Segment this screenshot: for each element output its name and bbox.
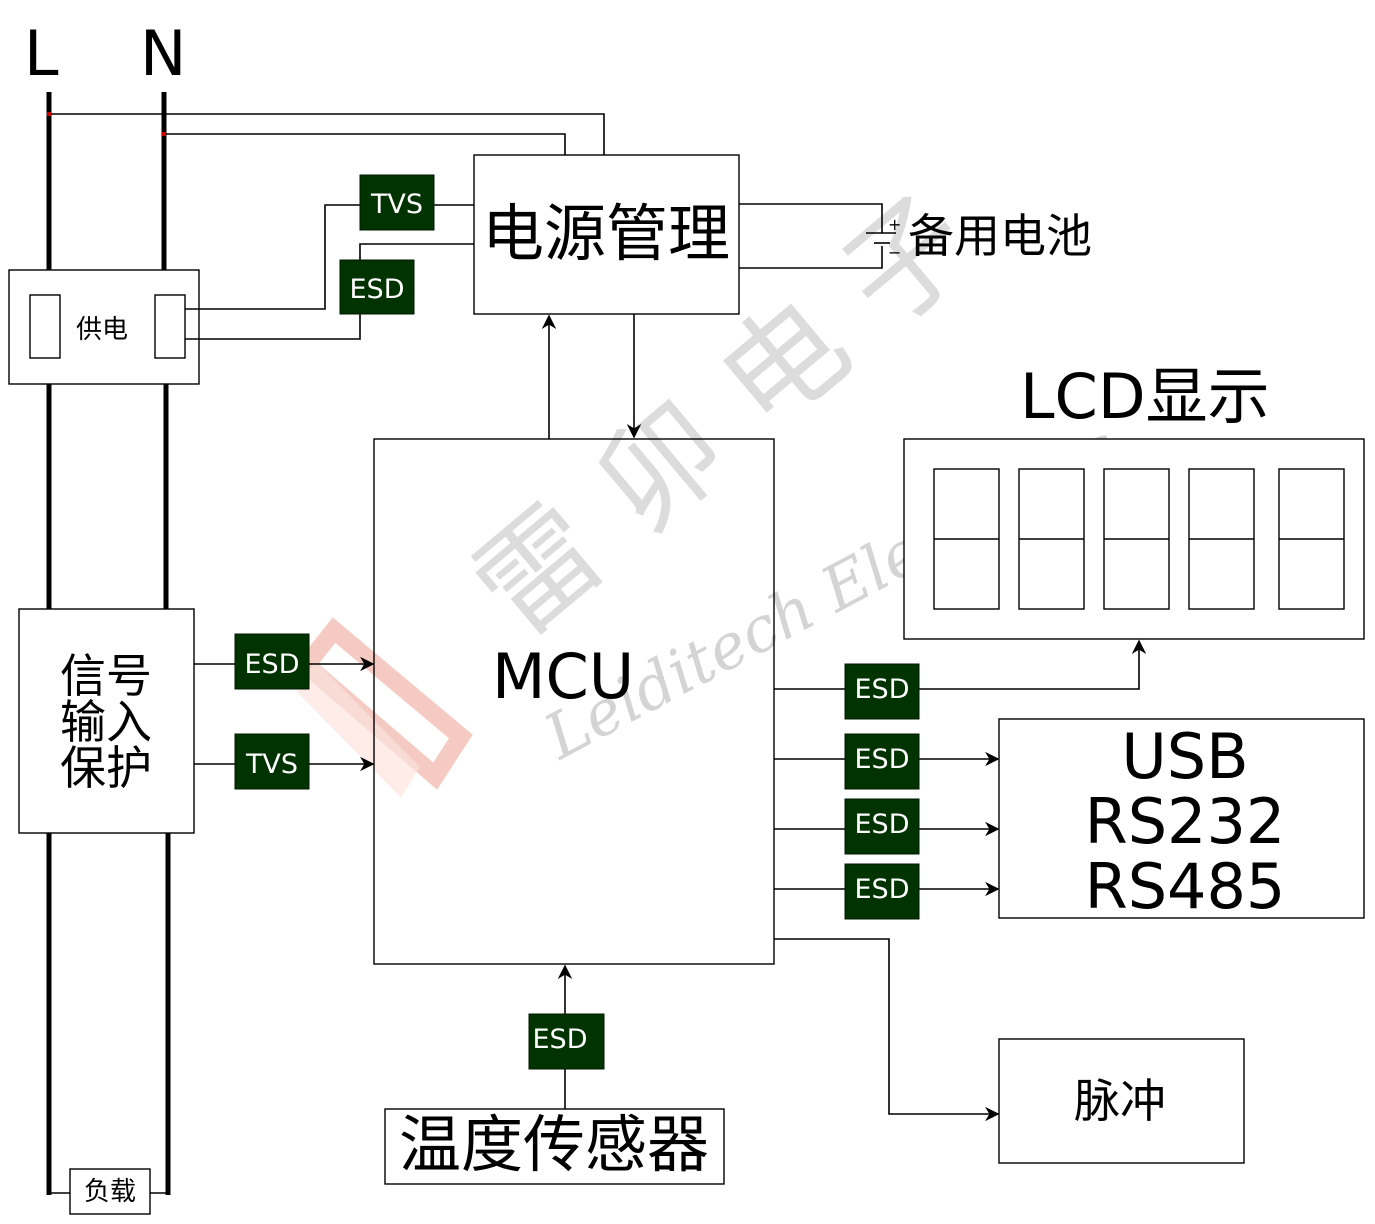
lcd-digit-cell (1103, 468, 1170, 610)
signal-protection-line-3: 保护 (60, 741, 152, 795)
l-tap-dot (47, 112, 51, 116)
supply-to-tvs-wire (185, 204, 360, 310)
esd-to-pm-wire (359, 243, 474, 260)
signal-protection-line-2: 输入 (60, 695, 152, 749)
power-supply-terminal-left (29, 294, 61, 359)
supply-to-esd-wire (185, 314, 361, 340)
rs485-esd-label: ESD (855, 874, 910, 905)
signal-tvs: TVS (234, 733, 310, 790)
pulse-label: 脉冲 (1074, 1074, 1166, 1128)
comm-rs232-label: RS232 (1085, 785, 1286, 858)
signal-input-protection-block[interactable]: 信号 输入 保护 (18, 608, 195, 834)
power-management-label: 电源管理 (482, 197, 730, 270)
temp-esd-label: ESD (533, 1024, 588, 1055)
n-tap-dot (162, 132, 166, 136)
power-supply-terminal-right (154, 294, 186, 359)
usb-esd: ESD (844, 733, 920, 790)
backup-battery: + − 备用电池 (739, 203, 1092, 269)
lcd-digits (933, 468, 1345, 610)
lcd-title: LCD显示 (1020, 360, 1270, 433)
usb-esd-label: ESD (855, 744, 910, 775)
lcd-digit-cell (1188, 468, 1255, 610)
pulse-block[interactable]: 脉冲 (998, 1038, 1245, 1164)
rs232-esd-label: ESD (855, 809, 910, 840)
mcu-label: MCU (492, 640, 634, 713)
signal-protection-line-1: 信号 (60, 649, 152, 703)
comm-interfaces-block[interactable]: USB RS232 RS485 (998, 718, 1365, 923)
mcu-block[interactable]: MCU (373, 438, 775, 965)
power-tvs: TVS (359, 174, 435, 231)
lcd-digit-cell (1278, 468, 1345, 610)
lcd-esd-label: ESD (855, 674, 910, 705)
power-management-block[interactable]: 电源管理 (473, 154, 740, 315)
load-label: 负载 (84, 1177, 136, 1207)
comm-usb-label: USB (1121, 720, 1248, 793)
temperature-sensor-label: 温度传感器 (399, 1108, 709, 1181)
signal-esd: ESD (234, 633, 310, 690)
line-label: L (24, 17, 59, 90)
neutral-label: N (140, 17, 186, 90)
lcd-digit-cell (1018, 468, 1085, 610)
load-block[interactable]: 负载 (69, 1168, 151, 1215)
rs232-esd: ESD (844, 798, 920, 855)
backup-battery-label: 备用电池 (908, 209, 1092, 263)
signal-esd-label: ESD (245, 649, 300, 680)
temp-esd: ESD (528, 1013, 605, 1070)
battery-plus: + (888, 215, 901, 234)
watermark-logo-icon (293, 617, 473, 798)
signal-tvs-label: TVS (245, 749, 298, 780)
n-rail (161, 92, 171, 1195)
n-tap-wire (164, 133, 566, 155)
power-esd: ESD (339, 259, 415, 315)
lcd-esd: ESD (844, 663, 920, 720)
rs485-esd: ESD (844, 863, 920, 920)
temperature-sensor-block[interactable]: 温度传感器 (384, 1108, 725, 1185)
power-supply-block[interactable]: 供电 (8, 269, 200, 385)
lcd-digit-cell (933, 468, 1000, 610)
l-tap-wire (49, 113, 605, 155)
power-supply-label: 供电 (76, 315, 128, 345)
mcu-to-lcd-arrow (919, 639, 1147, 690)
mcu-to-pulse-arrow (774, 938, 1000, 1122)
lcd-display-block[interactable] (903, 438, 1365, 640)
comm-rs485-label: RS485 (1085, 850, 1286, 923)
power-esd-label: ESD (350, 274, 405, 305)
battery-minus: − (888, 243, 901, 262)
power-tvs-label: TVS (370, 189, 423, 220)
